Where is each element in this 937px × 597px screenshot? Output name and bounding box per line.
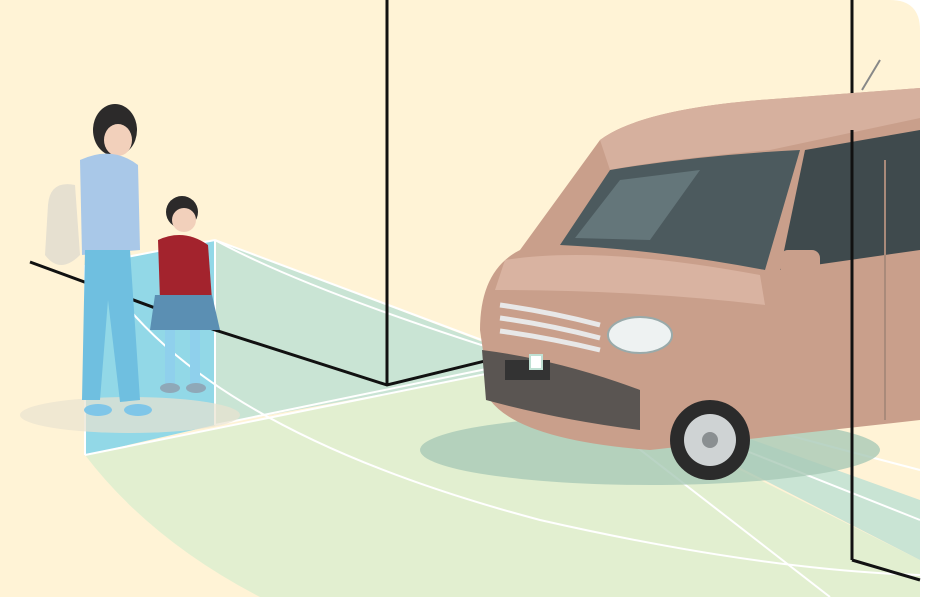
front-sensor-marker xyxy=(530,355,542,369)
people-shadow xyxy=(20,397,240,433)
